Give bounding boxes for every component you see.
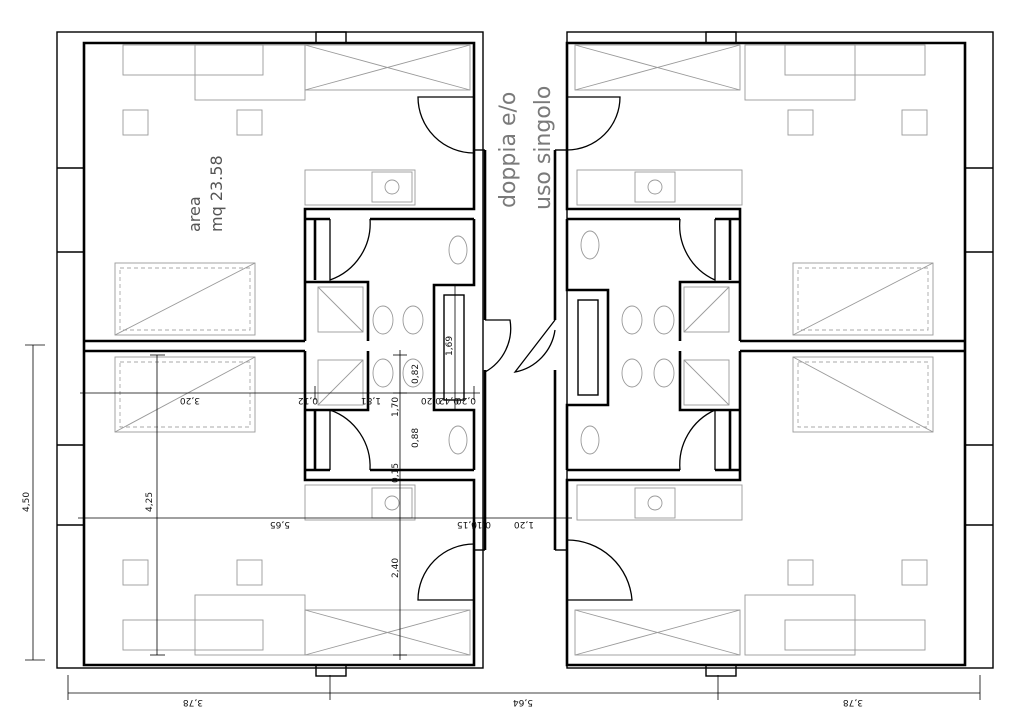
bathroom-walls-right <box>565 150 742 550</box>
dim-bath-h3: 1,70 <box>391 397 401 417</box>
area-line1: area <box>185 196 204 232</box>
dim-width-6: 0,20 <box>456 395 476 405</box>
dim-row-wall-b: 0,15 <box>471 519 491 529</box>
dim-bath-h5: 0,15 <box>391 463 401 483</box>
bathroom-walls-left <box>303 150 476 550</box>
dim-entry-h: 2,40 <box>391 558 401 578</box>
dim-total-height: 4,50 <box>22 492 32 512</box>
exterior-walls <box>57 31 993 677</box>
dim-width-1: 3,20 <box>180 395 200 405</box>
room-type-label: doppia e/o uso singolo <box>496 86 556 210</box>
dimension-labels: 4,50 4,25 3,20 0,12 1,81 0,20 0,42 0,20 … <box>22 336 863 707</box>
desks <box>122 44 928 656</box>
doors <box>329 96 716 601</box>
dim-width-5: 0,42 <box>439 395 459 405</box>
dim-row-total: 5,65 <box>270 519 290 529</box>
room-type-line1: doppia e/o <box>496 92 521 208</box>
dim-bath-h1: 1,69 <box>445 336 455 356</box>
dim-width-4: 0,20 <box>421 395 441 405</box>
beds <box>114 262 934 433</box>
dim-room-height: 4,25 <box>145 492 155 512</box>
dim-bath-h2: 0,82 <box>411 364 421 384</box>
dim-row-wall-a: 0,15 <box>457 519 477 529</box>
dim-width-2: 0,12 <box>298 395 318 405</box>
dim-row-corridor: 1,20 <box>514 519 534 529</box>
dim-bottom-right: 3,78 <box>843 697 863 707</box>
party-walls <box>84 339 965 353</box>
area-line2: mq 23.58 <box>207 155 226 232</box>
dim-width-3: 1,81 <box>361 395 381 405</box>
wardrobes <box>304 44 741 656</box>
dim-bottom-mid: 5,64 <box>513 697 533 707</box>
bathroom-fixtures <box>317 230 730 455</box>
dim-bottom-left: 3,78 <box>183 697 203 707</box>
dimension-lines <box>25 285 981 700</box>
outer-outline <box>56 31 994 669</box>
area-label: area mq 23.58 <box>185 155 226 232</box>
dim-bath-h4: 0,88 <box>411 428 421 448</box>
room-type-line2: uso singolo <box>531 86 556 210</box>
kitchenettes <box>304 169 743 521</box>
